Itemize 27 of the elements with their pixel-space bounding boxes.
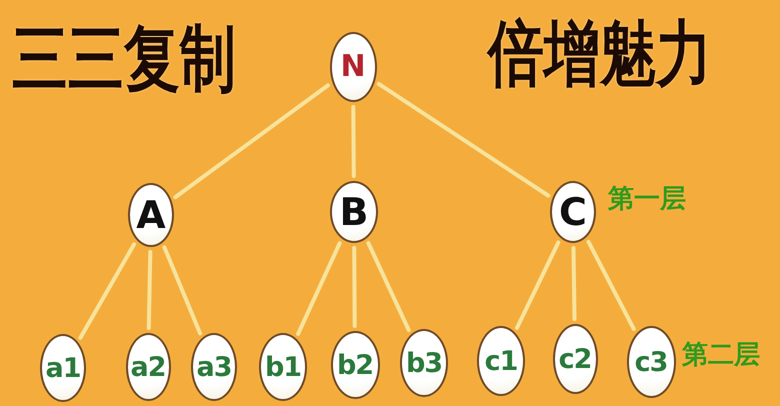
circle-node: b3 — [400, 329, 448, 397]
circle-node: b1 — [259, 333, 307, 401]
circle-node: N — [330, 32, 376, 102]
circle-node: c3 — [626, 326, 676, 398]
connector-line — [366, 241, 411, 332]
connector-line — [572, 246, 576, 321]
connector-line — [146, 250, 152, 330]
heading: 三三复制 — [12, 24, 236, 96]
connector-line — [162, 245, 202, 336]
connector-line — [351, 105, 356, 178]
circle-node: c1 — [477, 326, 525, 396]
heading: 倍增魅力 — [488, 19, 712, 91]
connector-line — [586, 240, 636, 331]
circle-node: a1 — [40, 334, 86, 402]
connector-line — [296, 241, 342, 336]
circle-node: B — [330, 181, 378, 243]
connector-line — [352, 246, 357, 328]
circle-node: C — [550, 181, 596, 243]
connector-line — [173, 83, 330, 200]
connector-line — [78, 242, 136, 340]
circle-node: b2 — [330, 331, 380, 399]
connector-line — [376, 82, 550, 198]
circle-node: a2 — [126, 333, 170, 401]
circle-node: c2 — [552, 324, 598, 394]
circle-node: a3 — [191, 333, 237, 401]
connector-line — [515, 240, 560, 330]
circle-node: A — [128, 183, 174, 247]
